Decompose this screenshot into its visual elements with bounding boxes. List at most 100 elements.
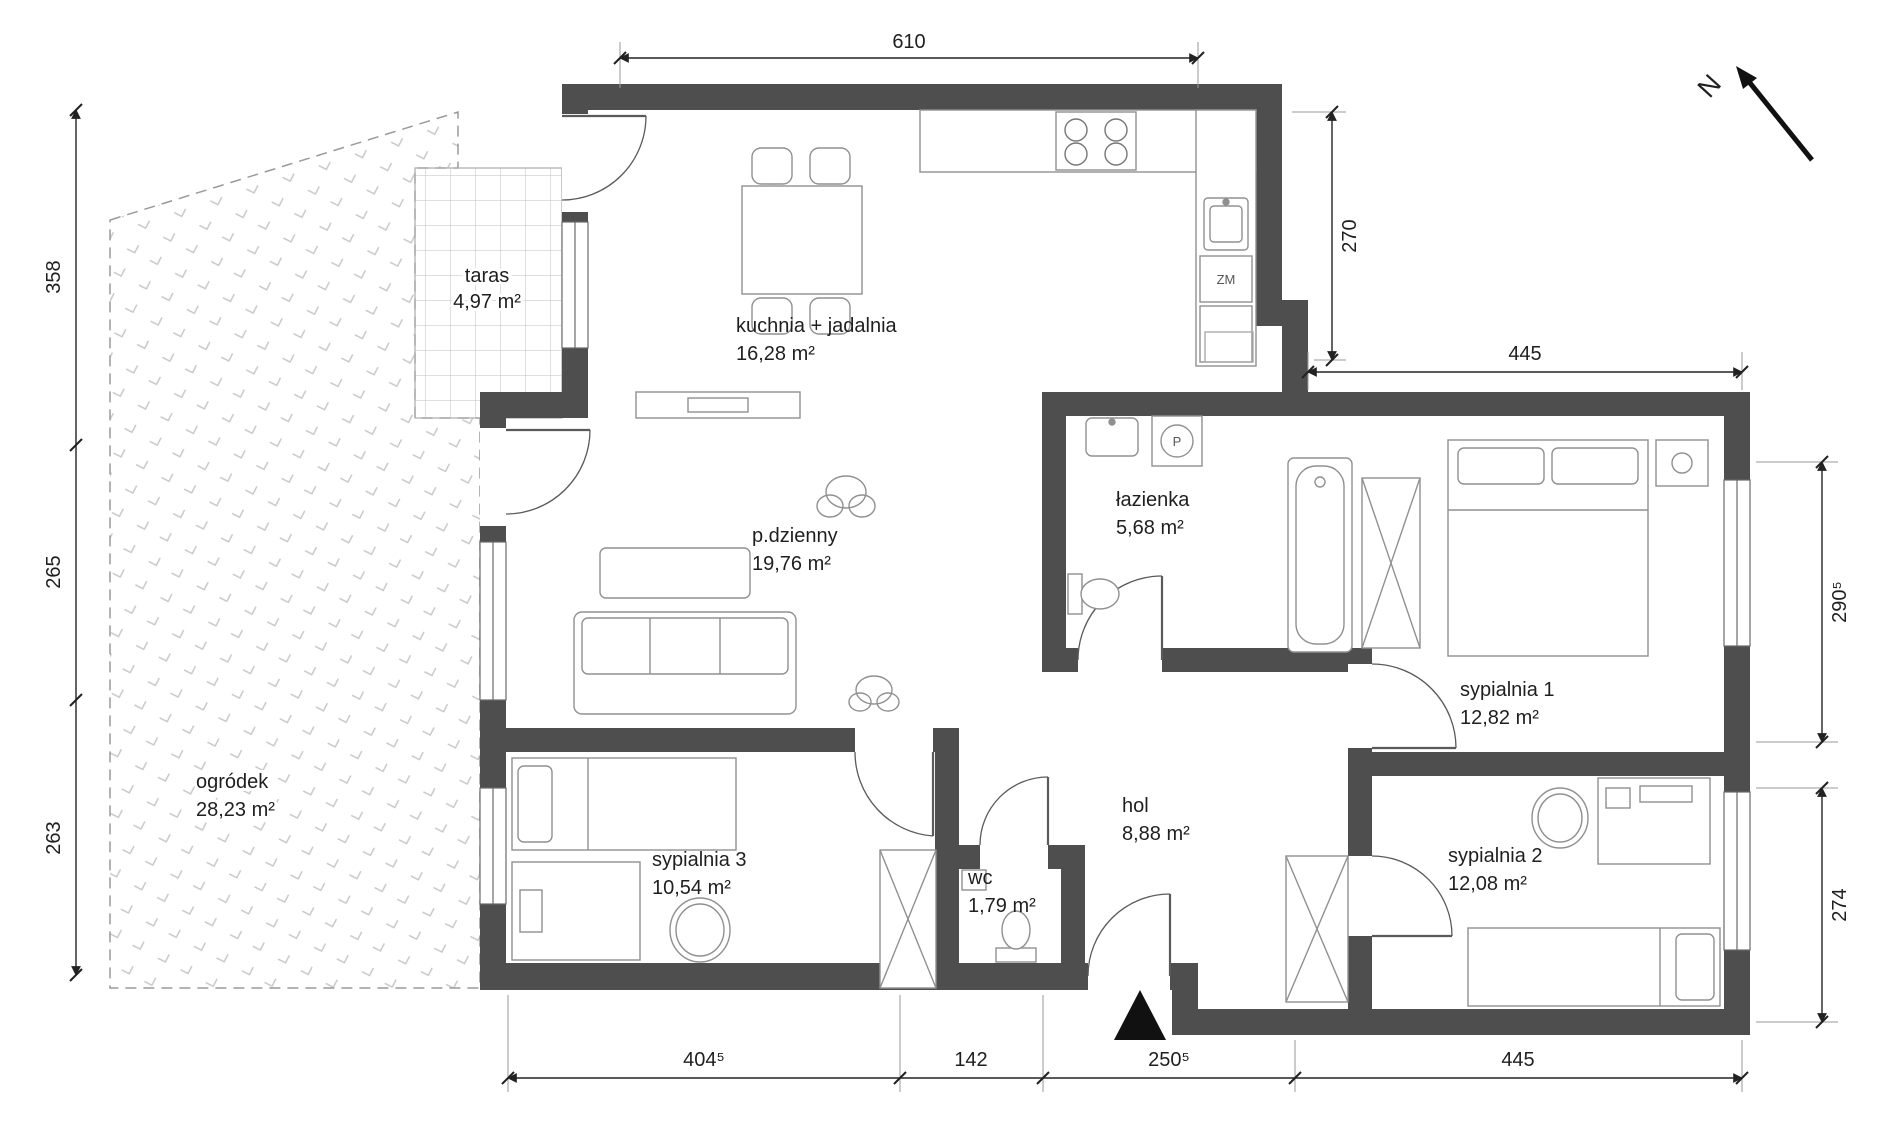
dim-value: 358: [43, 260, 65, 293]
room-area: 16,28 m²: [736, 343, 815, 365]
windows: [479, 221, 1751, 951]
room-label-ogrodek: ogródek 28,23 m²: [193, 768, 278, 824]
door-bedroom2: [1371, 855, 1453, 938]
kitchen-shaft: [1204, 331, 1254, 363]
room-area: 12,08 m²: [1448, 873, 1527, 895]
dim-value: 250⁵: [1148, 1049, 1190, 1071]
kitchen-sink: [1203, 197, 1249, 251]
window-living: [479, 541, 507, 701]
room-name: hol: [1122, 795, 1149, 817]
wall-top: [562, 84, 1282, 110]
chair: [751, 297, 793, 335]
desk-bedroom3: [511, 861, 641, 961]
dim-value: 445: [1508, 343, 1541, 365]
dim-value: 610: [892, 31, 925, 53]
stove: [1055, 111, 1137, 171]
room-area: 5,68 m²: [1116, 517, 1184, 539]
room-name: kuchnia + jadalnia: [736, 315, 898, 337]
desk-bedroom2: [1597, 777, 1711, 865]
north-label: N: [1692, 69, 1727, 104]
door-entrance: [1087, 893, 1172, 977]
dim-value: 270: [1339, 219, 1361, 252]
room-area: 10,54 m²: [652, 877, 731, 899]
wall-bath-top: [1042, 392, 1282, 416]
wardrobe: [1285, 855, 1349, 1003]
chair: [809, 297, 851, 335]
plant: [816, 475, 876, 518]
room-area: 1,79 m²: [968, 895, 1036, 917]
wardrobe: [1361, 477, 1421, 649]
washing-machine-label: P: [1173, 434, 1182, 449]
terrace-area: [414, 167, 563, 419]
dim-left: 358 265 263: [43, 103, 83, 982]
dimensions: 610 358 265 263 270: [43, 31, 1851, 1092]
nightstand: [1655, 439, 1709, 487]
chair: [751, 147, 793, 185]
dim-right-side: 290⁵ 274: [1756, 455, 1851, 1029]
dim-top: 610: [613, 31, 1205, 88]
wall-kitchen-right: [1256, 110, 1282, 326]
north-arrow: N: [1692, 66, 1814, 162]
room-name: łazienka: [1116, 489, 1190, 511]
window-bedroom3: [479, 787, 507, 905]
room-name: sypialnia 3: [652, 849, 747, 871]
wall-wc-right: [1061, 845, 1085, 990]
desk-chair: [669, 897, 731, 963]
room-label-sypialnia1: sypialnia 1 12,82 m²: [1460, 679, 1555, 729]
coffee-table: [599, 547, 751, 599]
window-bedroom1: [1723, 479, 1751, 647]
room-area: 12,82 m²: [1460, 707, 1539, 729]
toilet-wc: [995, 910, 1037, 963]
room-name: sypialnia 2: [1448, 845, 1543, 867]
room-area: 4,97 m²: [453, 291, 521, 313]
terrace-tiles: [414, 167, 563, 419]
room-name: p.dzienny: [752, 525, 838, 547]
dining-set: [741, 147, 863, 335]
dishwasher-label: ZM: [1217, 272, 1236, 287]
room-label-dzienny: p.dzienny 19,76 m²: [752, 525, 838, 575]
room-name: wc: [967, 867, 992, 889]
bathtub: [1287, 457, 1353, 653]
garden-area: [109, 110, 481, 989]
room-area: 8,88 m²: [1122, 823, 1190, 845]
door-terrace: [561, 114, 647, 201]
bed-bedroom3: [511, 757, 737, 851]
bed-bedroom1: [1447, 439, 1649, 657]
dim-right-445: 445: [1301, 343, 1749, 390]
wall-bottom-right: [1172, 1009, 1750, 1035]
bed-bedroom2: [1467, 927, 1721, 1007]
wall-bedroom1-top: [1282, 392, 1750, 416]
room-name: ogródek: [196, 771, 269, 793]
door-balcony: [505, 428, 591, 515]
fridge: [1199, 305, 1253, 363]
garden-boundary: [109, 110, 481, 989]
door-bedroom1: [1371, 663, 1457, 750]
entrance-marker: [1114, 990, 1166, 1040]
dim-bottom: 404⁵ 142 250⁵ 445: [501, 995, 1749, 1092]
furniture: ZM: [511, 109, 1721, 1007]
desk-chair: [1531, 787, 1589, 849]
room-label-kuchnia: kuchnia + jadalnia 16,28 m²: [736, 315, 898, 365]
window-kitchen-terrace: [561, 221, 589, 349]
sofa: [573, 611, 797, 715]
chair: [809, 147, 851, 185]
toilet-bathroom: [1067, 573, 1120, 615]
dim-value: 274: [1829, 888, 1851, 921]
dim-value: 265: [43, 555, 65, 588]
plant: [848, 675, 900, 712]
doors: [505, 114, 1457, 977]
room-label-hol: hol 8,88 m²: [1122, 795, 1190, 845]
wall-bath-left: [1042, 392, 1066, 672]
room-label-sypialnia3: sypialnia 3 10,54 m²: [652, 849, 747, 899]
wall-bedrooms-divider: [1348, 752, 1750, 776]
dim-value: 142: [954, 1049, 987, 1071]
door-openings: [480, 114, 1372, 990]
door-wc: [979, 776, 1050, 846]
dim-right-270: 270: [1292, 105, 1361, 367]
room-label-wc: wc 1,79 m²: [967, 867, 1036, 917]
room-area: 19,76 m²: [752, 553, 831, 575]
washing-machine: P: [1151, 415, 1203, 467]
north-arrowhead: [1736, 66, 1757, 89]
